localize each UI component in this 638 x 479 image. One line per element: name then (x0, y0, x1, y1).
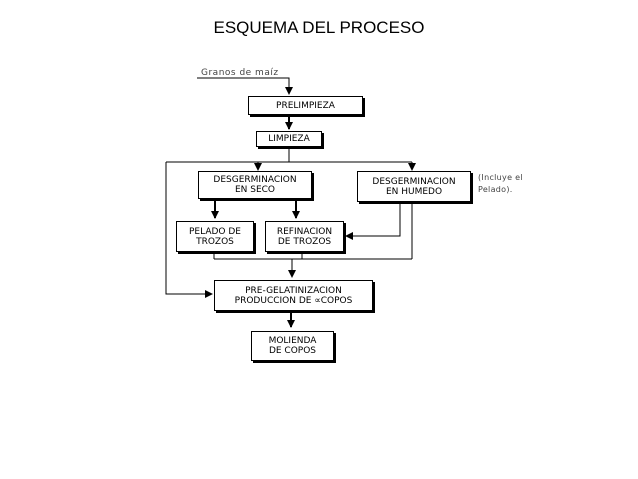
box-limpieza: LIMPIEZA (256, 131, 322, 147)
box-desgerminacion-seco: DESGERMINACION EN SECO (198, 171, 312, 199)
box-prelimpieza: PRELIMPIEZA (248, 96, 363, 115)
box-refinacion-trozos: REFINACION DE TROZOS (265, 221, 344, 252)
note-incluye-pelado: (Incluye el Pelado). (478, 173, 523, 194)
page-title: ESQUEMA DEL PROCESO (213, 18, 425, 37)
box-pregelatinizacion: PRE-GELATINIZACION PRODUCCION DE ∝COPOS (214, 280, 373, 311)
box-molienda-copos: MOLIENDA DE COPOS (251, 331, 334, 361)
bypass-left-arrow (165, 162, 213, 298)
input-label: Granos de maíz (201, 68, 279, 78)
box-desgerminacion-humedo: DESGERMINACION EN HUMEDO (357, 171, 471, 202)
arrow-desg-humedo-refinacion (345, 201, 401, 240)
input-arrow (197, 77, 293, 95)
box-pelado-trozos: PELADO DE TROZOS (176, 221, 254, 252)
